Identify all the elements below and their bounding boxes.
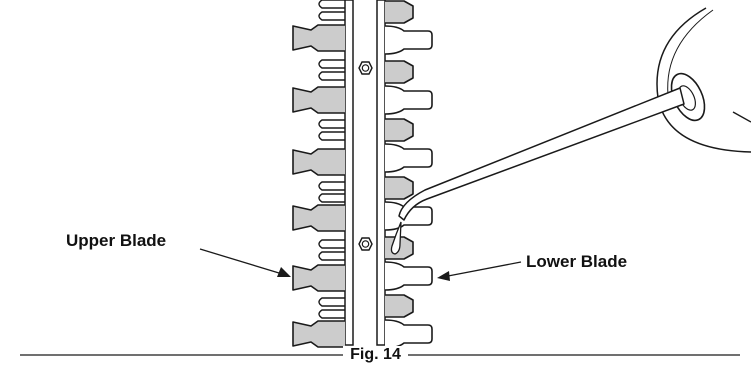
upper-blade-clip xyxy=(318,239,345,261)
upper-blade xyxy=(292,0,354,348)
oil-drop xyxy=(390,221,402,255)
lower-blade-leader-arrow xyxy=(437,261,522,281)
upper-blade-label: Upper Blade xyxy=(66,231,167,250)
lower-blade-shaded-tooth xyxy=(385,176,414,200)
lower-blade-open-tooth xyxy=(384,25,433,55)
lower-blade-label: Lower Blade xyxy=(526,252,628,271)
lower-blade-bar xyxy=(376,0,386,346)
figure-caption: Fig. 14 xyxy=(0,346,751,363)
lower-blade xyxy=(376,0,433,349)
upper-blade-leader-arrow xyxy=(199,248,291,277)
lower-blade-shaded-tooth xyxy=(385,294,414,318)
lower-blade-shaded-tooth xyxy=(385,60,414,84)
figure-caption-text: Fig. 14 xyxy=(343,346,408,363)
upper-blade-tooth xyxy=(292,148,345,176)
upper-blade-tooth xyxy=(292,264,345,292)
upper-blade-clip xyxy=(318,59,345,81)
upper-blade-tooth xyxy=(292,86,345,114)
upper-blade-tooth xyxy=(292,204,345,232)
lower-blade-shaded-tooth xyxy=(385,0,414,24)
lower-blade-open-tooth xyxy=(384,85,433,115)
upper-blade-clip xyxy=(318,119,345,141)
hex-nut-upper xyxy=(358,61,373,75)
oil-bottle xyxy=(656,7,751,153)
lower-blade-shaded-tooth xyxy=(385,118,414,142)
upper-blade-clip xyxy=(318,181,345,203)
upper-blade-tooth xyxy=(292,24,345,52)
upper-blade-tooth xyxy=(292,320,345,348)
lower-blade-open-tooth xyxy=(384,143,433,173)
oil-nozzle xyxy=(398,87,685,221)
upper-blade-clip xyxy=(318,297,345,319)
hex-nut-lower xyxy=(358,237,373,251)
upper-blade-bar xyxy=(344,0,354,346)
upper-blade-clip xyxy=(318,0,345,21)
lower-blade-open-tooth xyxy=(384,261,433,291)
lower-blade-open-tooth xyxy=(384,319,433,349)
